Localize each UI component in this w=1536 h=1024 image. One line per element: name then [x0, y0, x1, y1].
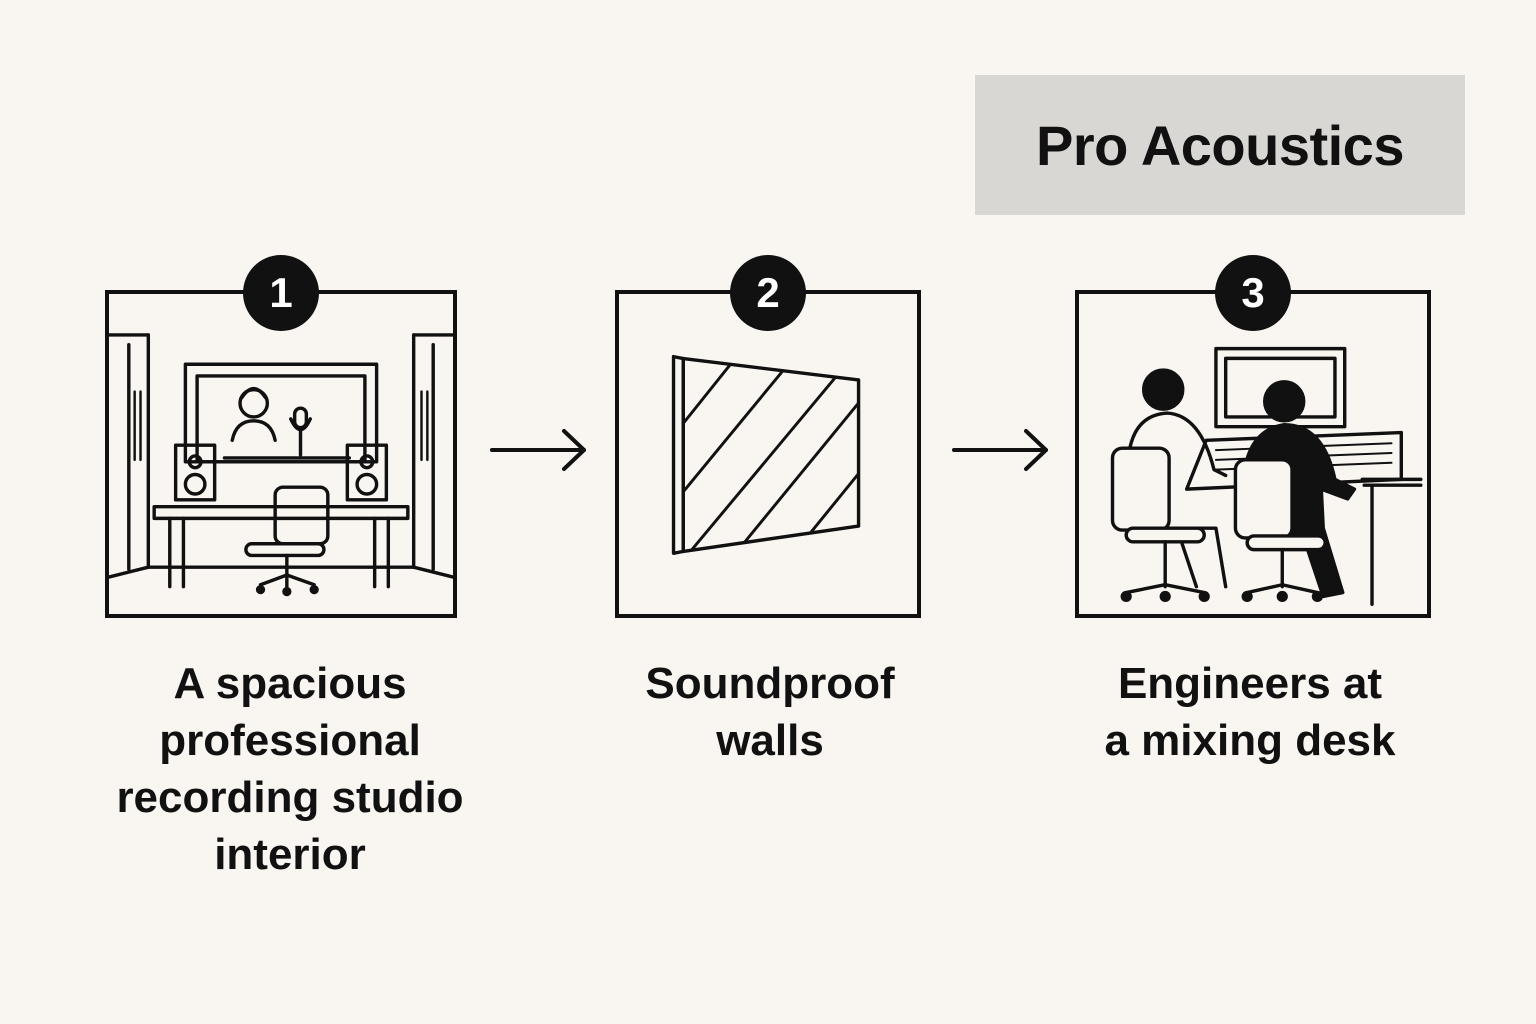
step-3-panel [1075, 290, 1431, 618]
step-1-caption: A spacious professional recording studio… [116, 659, 464, 879]
step-3-badge: 3 [1215, 255, 1291, 331]
brand-box: Pro Acoustics [975, 75, 1465, 215]
step-2-badge: 2 [730, 255, 806, 331]
arrow-right-icon [490, 429, 586, 471]
step-2-caption: Soundproof walls [645, 659, 895, 765]
step-1-badge: 1 [243, 255, 319, 331]
step-3-caption: Engineers at a mixing desk [1104, 659, 1396, 765]
step-1-panel [105, 290, 457, 618]
step-2-panel [615, 290, 921, 618]
recording-studio-icon [109, 333, 453, 597]
engineers-mixing-desk-icon [1110, 346, 1423, 606]
acoustic-panel-icon [671, 354, 861, 556]
arrow-right-icon [952, 429, 1048, 471]
brand-title: Pro Acoustics [1036, 113, 1404, 177]
